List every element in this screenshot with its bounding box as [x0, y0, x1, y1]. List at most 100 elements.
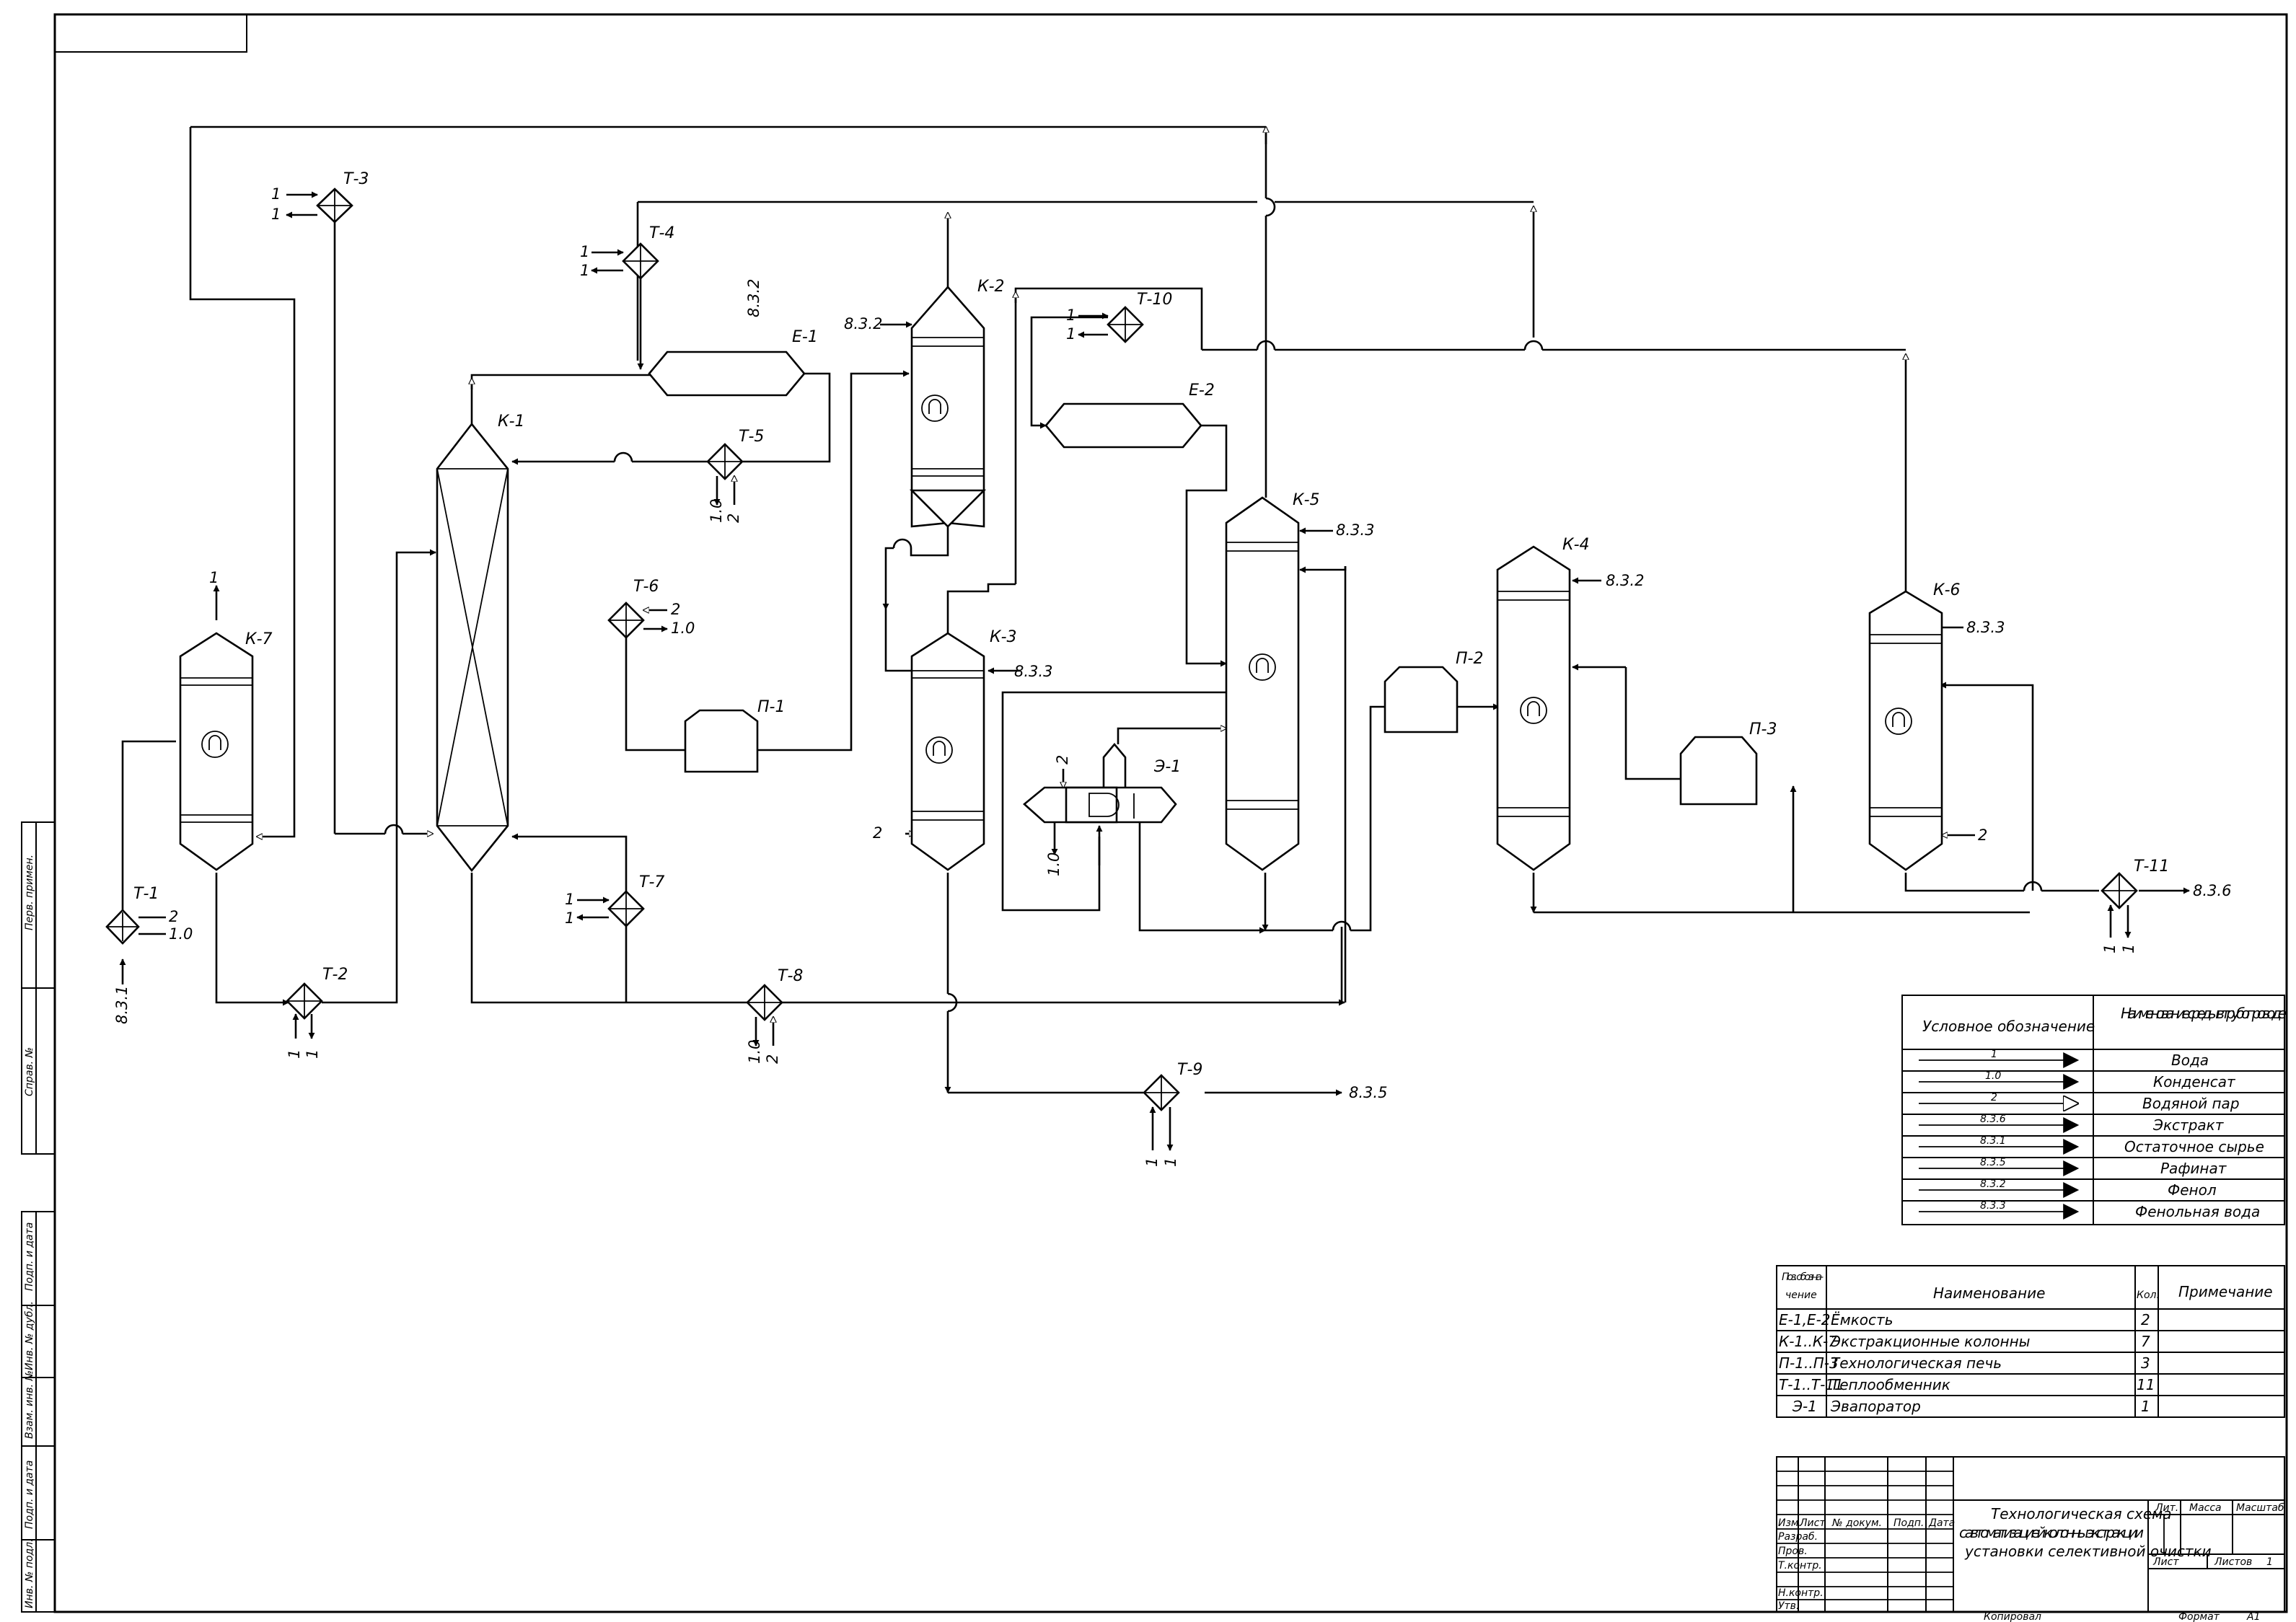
title-line-2: с автоматизацией колонны экстракции: [1959, 1524, 2144, 1541]
flow-t1-steam: 2: [169, 908, 178, 925]
legend-row: 8.3.6 Экстракт: [1919, 1114, 2225, 1134]
legend-row: 1.0 Конденсат: [1919, 1070, 2236, 1090]
flow-k3-pw: 8.3.3: [1014, 663, 1052, 680]
legend-row: 8.3.3 Фенольная вода: [1919, 1200, 2260, 1220]
flow-t4-out: 1: [580, 262, 589, 279]
spec-header-note: Примечание: [2178, 1283, 2273, 1300]
flow-t2-b: 1: [304, 1049, 321, 1059]
spec-name: Ёмкость: [1831, 1311, 1893, 1328]
spec-header-pos: Поз. обозна-: [1782, 1271, 1824, 1283]
tb-listov-val: 1: [2266, 1556, 2273, 1568]
flow-extract: 8.3.6: [2193, 882, 2231, 899]
label-k5: К-5: [1293, 491, 1320, 509]
label-k4: К-4: [1562, 536, 1590, 554]
label-t1: Т-1: [133, 885, 159, 903]
spec-pos: П-1..П-3: [1779, 1354, 1839, 1372]
label-k6: К-6: [1933, 581, 1961, 599]
flow-t4-in: 1: [580, 243, 589, 260]
heat-exchanger-t11: [2101, 872, 2138, 938]
tb-format: Формат: [2178, 1611, 2220, 1622]
legend-name: Рафинат: [2160, 1160, 2227, 1177]
legend-code: 8.3.3: [1980, 1200, 2006, 1212]
label-k7: К-7: [245, 630, 273, 648]
legend-table: Условное обозначение Наименование среды …: [1901, 995, 2287, 1225]
flow-k6-steam: 2: [1978, 827, 1987, 844]
flow-e1-phenol: 8.3.2: [745, 279, 762, 317]
tb-listov: Листов: [2214, 1556, 2252, 1568]
heat-exchanger-t5: [706, 443, 744, 506]
tb-prov: Пров.: [1778, 1546, 1808, 1557]
legend-code: 8.3.5: [1980, 1157, 2006, 1168]
flow-t5-steam: 2: [725, 514, 742, 523]
legend-code: 2: [1991, 1092, 1997, 1103]
flow-t7-out: 1: [565, 909, 574, 927]
label-t11: Т-11: [2134, 858, 2169, 876]
spec-name: Технологическая печь: [1831, 1354, 2002, 1372]
column-k5: [1225, 496, 1300, 871]
flow-t3-out: 1: [271, 206, 281, 223]
legend-header-symbol: Условное обозначение: [1922, 1018, 2095, 1035]
spec-name: Теплообменник: [1831, 1376, 1950, 1393]
stamp-podp-data: Подп. и дата: [24, 1222, 35, 1291]
tb-format-val: А1: [2246, 1611, 2260, 1622]
flow-t6-cond: 1.0: [671, 620, 695, 637]
flow-raffinate: 8.3.5: [1349, 1084, 1387, 1101]
label-t4: Т-4: [649, 224, 674, 242]
stamp-sprav: Справ. №: [24, 1047, 35, 1096]
tb-list2: Лист: [2152, 1556, 2179, 1568]
label-e2: Е-2: [1189, 382, 1215, 400]
spec-header-qty: Кол.: [2137, 1290, 2160, 1301]
spec-qty: 1: [2141, 1398, 2150, 1415]
label-p3: П-3: [1749, 720, 1777, 739]
flow-labels: 1 1 1 1 1 1 1 1 1 2 1.0 2 1.0 1.0 2 1.0 …: [113, 185, 2231, 1167]
spec-pos: Э-1: [1792, 1398, 1817, 1415]
heat-exchanger-t7: [576, 890, 645, 927]
title-line-1: Технологическая схема: [1991, 1505, 2172, 1522]
tb-masshtab: Масштаб: [2236, 1502, 2284, 1514]
legend-code: 8.3.6: [1980, 1114, 2006, 1125]
label-t3: Т-3: [343, 170, 369, 188]
label-t8: Т-8: [778, 967, 803, 985]
label-k1: К-1: [498, 413, 525, 431]
legend-row: 2 Водяной пар: [1919, 1092, 2240, 1112]
legend-name: Экстракт: [2152, 1116, 2225, 1134]
label-p2: П-2: [1456, 650, 1483, 668]
column-k1: [436, 422, 509, 873]
tank-e1: [648, 351, 806, 397]
tb-lit: Лит.: [2155, 1502, 2178, 1514]
spec-header-pos2: чение: [1785, 1290, 1817, 1301]
heat-exchanger-t9: [1143, 1074, 1180, 1151]
stamp-inv-podl: Инв. № подл.: [24, 1538, 35, 1608]
label-t2: Т-2: [322, 966, 348, 984]
stamp-vzam-inv: Взам. инв. №: [24, 1370, 35, 1439]
flow-t6-steam: 2: [671, 601, 680, 618]
label-p1: П-1: [757, 698, 785, 716]
tb-list: Лист: [1799, 1517, 1826, 1529]
heat-exchanger-t8: [746, 984, 783, 1046]
spec-pos: К-1..К-7: [1779, 1333, 1837, 1350]
spec-qty: 11: [2137, 1376, 2155, 1393]
heat-exchanger-t1: [105, 909, 166, 945]
flow-ev-cond: 1.0: [1045, 852, 1063, 876]
heat-exchanger-t3: [286, 188, 353, 224]
flow-t1-cond: 1.0: [169, 925, 193, 943]
legend-header-medium: Наименование среды в трубопроводе: [2121, 1005, 2287, 1022]
stamp-perv-primen: Перв. примен.: [24, 855, 35, 930]
label-ev1: Э-1: [1153, 758, 1181, 776]
legend-row: 8.3.5 Рафинат: [1919, 1157, 2227, 1177]
heat-exchanger-t6: [607, 601, 668, 639]
label-t9: Т-9: [1177, 1061, 1202, 1079]
flow-t8-steam: 2: [764, 1054, 781, 1064]
furnace-p2: [1384, 666, 1459, 733]
stamp-podp-data-2: Подп. и дата: [24, 1460, 35, 1529]
tb-izm: Изм.: [1778, 1517, 1802, 1529]
label-k3: К-3: [990, 628, 1017, 646]
flow-ev-steam: 2: [1054, 755, 1071, 764]
legend-row: 8.3.1 Остаточное сырье: [1919, 1135, 2264, 1155]
legend-name: Фенол: [2168, 1181, 2217, 1199]
drawing-frame: Перв. примен. Справ. № Подп. и дата Инв.…: [21, 13, 2288, 1613]
furnace-p1: [684, 709, 759, 773]
flow-t9-b: 1: [1162, 1158, 1179, 1167]
spec-qty: 2: [2141, 1311, 2150, 1328]
